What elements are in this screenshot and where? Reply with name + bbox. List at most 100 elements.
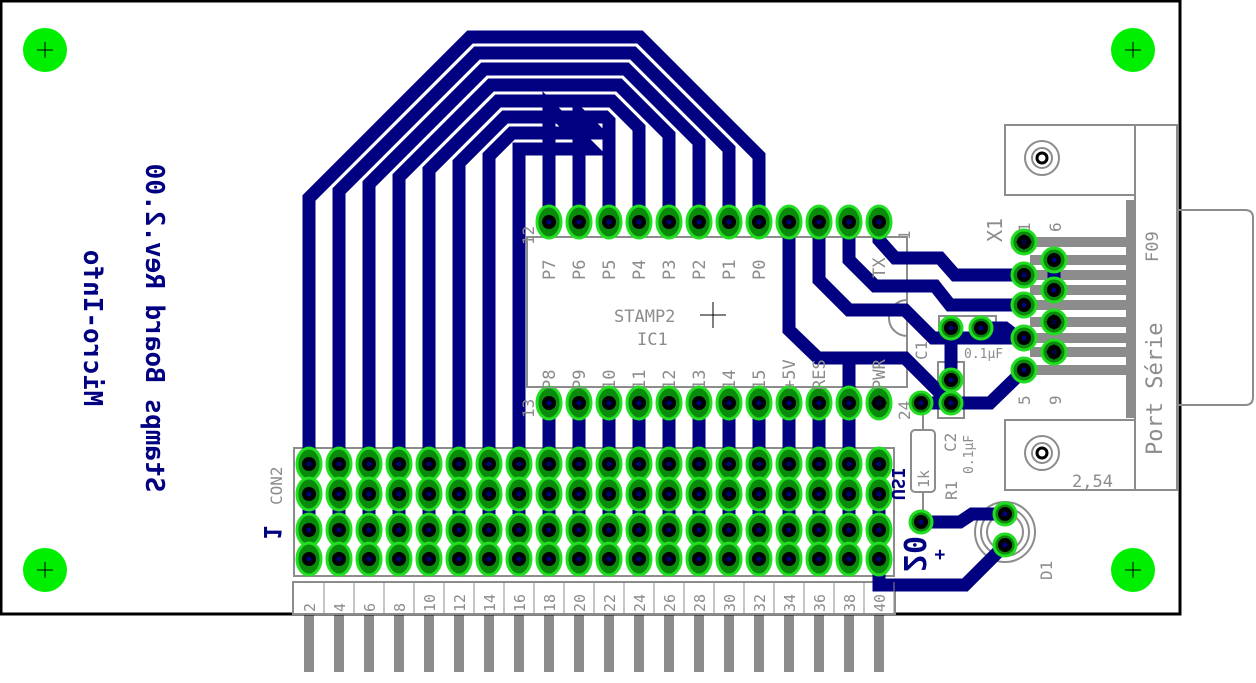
ic1-pad bbox=[535, 385, 563, 421]
con2-pad bbox=[385, 446, 413, 482]
ic1-bottom-pin-label: 15 bbox=[750, 370, 770, 390]
x1-finger bbox=[1030, 317, 1126, 327]
con2-pad bbox=[565, 476, 593, 512]
con2-pad bbox=[595, 476, 623, 512]
trace-p2 bbox=[362, 62, 706, 567]
con2-pad bbox=[685, 476, 713, 512]
con2-pad bbox=[325, 512, 353, 548]
c2-name: C2 bbox=[941, 433, 960, 452]
con2-outline bbox=[293, 447, 895, 577]
con2-pad bbox=[685, 446, 713, 482]
con2-pad bbox=[625, 446, 653, 482]
header-pin bbox=[514, 600, 524, 672]
plus-label: + bbox=[929, 549, 950, 560]
pads bbox=[295, 204, 1068, 577]
con2-pad bbox=[775, 512, 803, 548]
ic1-pad bbox=[655, 204, 683, 240]
header-pin bbox=[574, 600, 584, 672]
trace-p3 bbox=[392, 78, 676, 567]
con2-pad bbox=[505, 446, 533, 482]
trace-p4 bbox=[422, 94, 646, 567]
header-pin bbox=[484, 600, 494, 672]
ic1-top-pin-label: P6 bbox=[570, 260, 590, 280]
header-pin bbox=[814, 600, 824, 672]
x1-pad bbox=[1010, 261, 1038, 289]
board-title-line2: Stamps Board Rev.2.00 bbox=[139, 164, 169, 493]
ic1-pad bbox=[685, 204, 713, 240]
c1-value: 0.1µF bbox=[964, 347, 1003, 362]
trace-p0 bbox=[302, 30, 766, 567]
r1-pad bbox=[908, 390, 934, 416]
trace-tx-b bbox=[842, 215, 1031, 312]
mount-hole bbox=[1111, 548, 1155, 592]
mount-hole bbox=[23, 548, 67, 592]
trace-p7 bbox=[512, 91, 607, 567]
con2-pin-label: 28 bbox=[691, 594, 709, 612]
header-pin bbox=[754, 600, 764, 672]
con2-pad bbox=[535, 512, 563, 548]
x1-pad bbox=[1040, 338, 1068, 366]
con2-pad bbox=[745, 512, 773, 548]
con2-pin-label: 36 bbox=[811, 594, 829, 612]
x1-name: X1 bbox=[983, 218, 1007, 242]
ic1-name: IC1 bbox=[637, 330, 668, 350]
con2-pin-label: 2 bbox=[301, 603, 319, 612]
con2-pad bbox=[325, 446, 353, 482]
header-pin bbox=[394, 600, 404, 672]
x1-finger bbox=[1030, 255, 1126, 265]
x1-pad bbox=[1040, 308, 1068, 336]
x1-finger bbox=[1030, 270, 1126, 280]
ic1-pin13-number: 13 bbox=[519, 399, 538, 418]
ic1-bottom-pin-label: 11 bbox=[630, 370, 650, 390]
ic1-top-pin-label: P7 bbox=[540, 260, 560, 280]
x1-pad bbox=[1010, 228, 1038, 256]
ic1-pad bbox=[715, 204, 743, 240]
c2-value: 0.1µF bbox=[962, 435, 977, 474]
ic1-pad bbox=[655, 385, 683, 421]
con2-pad bbox=[715, 512, 743, 548]
con2-pad bbox=[775, 476, 803, 512]
con2-pad bbox=[835, 476, 863, 512]
r1-name: R1 bbox=[942, 481, 961, 500]
ic1-pad bbox=[865, 204, 893, 240]
con2-pad bbox=[385, 512, 413, 548]
con2-pin-label: 40 bbox=[871, 594, 889, 612]
ic1-bottom-pin-label: 14 bbox=[720, 370, 740, 390]
trace-p1 bbox=[332, 46, 736, 567]
ic1-top-pin-label: P0 bbox=[750, 260, 770, 280]
ic1-crosshair bbox=[700, 302, 726, 328]
x1-pin6: 6 bbox=[1046, 222, 1065, 232]
header-pin bbox=[634, 600, 644, 672]
con2-pad bbox=[625, 512, 653, 548]
con2-pin-label: 30 bbox=[721, 594, 739, 612]
con2-pad bbox=[655, 541, 683, 577]
con2-pin-label: 16 bbox=[511, 594, 529, 612]
ic1-top-pin-label: P2 bbox=[690, 260, 710, 280]
ic1-value: STAMP2 bbox=[614, 307, 675, 327]
con2-pad bbox=[595, 512, 623, 548]
header-pin bbox=[724, 600, 734, 672]
con2-pad bbox=[475, 476, 503, 512]
d1-name: D1 bbox=[1037, 561, 1056, 580]
ic1-pad bbox=[715, 385, 743, 421]
header-pin bbox=[334, 600, 344, 672]
con2-pin1-marker: 1 bbox=[258, 526, 286, 540]
x1-type: F09 bbox=[1143, 231, 1163, 262]
ic1-pad bbox=[565, 204, 593, 240]
con2-pad bbox=[445, 446, 473, 482]
ic1-bottom-pin-label: P9 bbox=[570, 370, 590, 390]
x1-pin1: 1 bbox=[1015, 222, 1034, 232]
con2-pin-label: 10 bbox=[421, 594, 439, 612]
x1-pad bbox=[1010, 291, 1038, 319]
x1-finger bbox=[1030, 347, 1126, 357]
r1-pad bbox=[908, 509, 934, 535]
con2-pad bbox=[445, 476, 473, 512]
con2-pad bbox=[415, 512, 443, 548]
x1-contact-fingers bbox=[1030, 237, 1126, 375]
ic1-top-pin-label: P4 bbox=[630, 260, 650, 280]
ic1-pad bbox=[625, 385, 653, 421]
header-pin bbox=[694, 600, 704, 672]
con2-pad bbox=[745, 446, 773, 482]
ic1-pad bbox=[775, 385, 803, 421]
con2-pad bbox=[415, 476, 443, 512]
